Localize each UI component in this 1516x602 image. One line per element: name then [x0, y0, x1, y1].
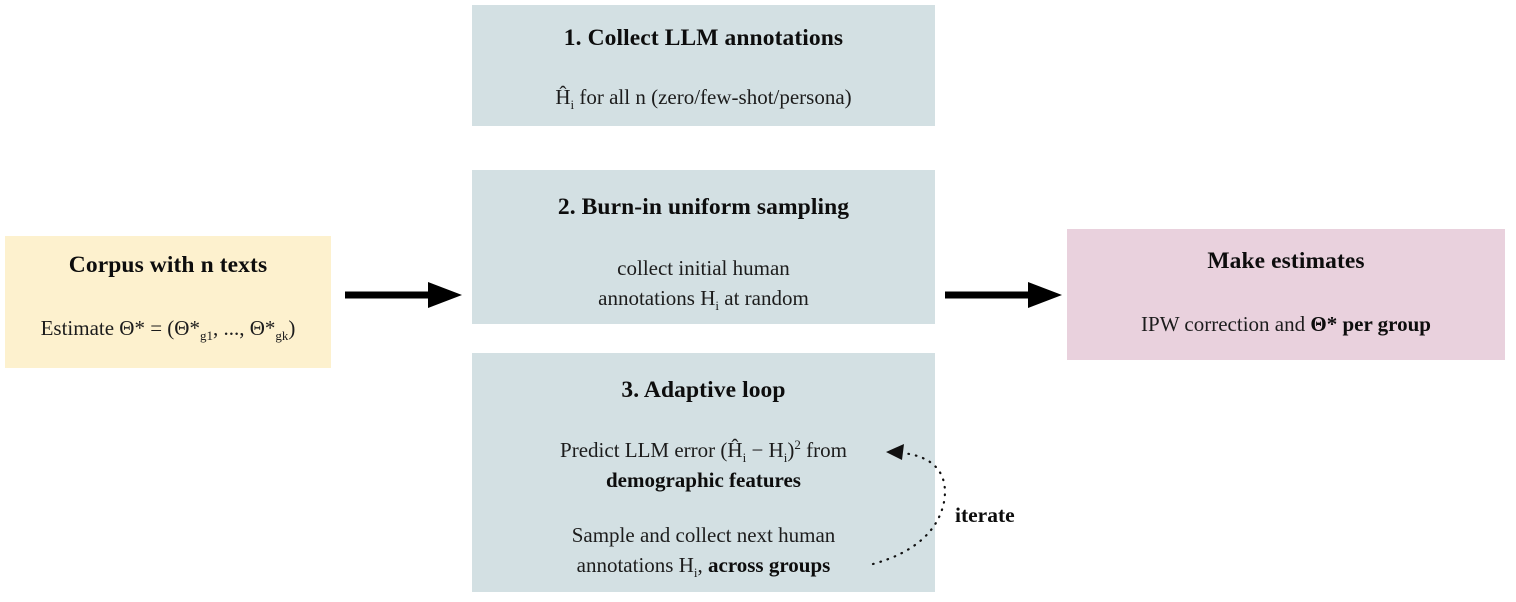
dotted-curved-arrow-icon	[871, 444, 947, 566]
step1-body: Ĥi for all n (zero/few-shot/persona)	[555, 85, 852, 113]
step2-title: 2. Burn-in uniform sampling	[557, 194, 850, 220]
estimates-box-title: Make estimates	[1207, 248, 1365, 274]
iterate-label: iterate	[955, 503, 1015, 527]
estimates-box-body: IPW correction and Θ* per group	[1141, 312, 1431, 336]
step3-title: 3. Adaptive loop	[621, 377, 786, 403]
corpus-box: Corpus with n texts Estimate Θ* = (Θ*g1,…	[5, 236, 331, 368]
estimates-box: Make estimates IPW correction and Θ* per…	[1067, 229, 1505, 360]
step3-box: 3. Adaptive loop Predict LLM error (Ĥi −…	[472, 353, 935, 592]
step1-title: 1. Collect LLM annotations	[563, 25, 844, 51]
corpus-box-formula: Estimate Θ* = (Θ*g1, ..., Θ*gk)	[40, 316, 296, 344]
step1-box: 1. Collect LLM annotations Ĥi for all n …	[472, 5, 935, 126]
corpus-box-title: Corpus with n texts	[68, 252, 268, 278]
step2-box: 2. Burn-in uniform sampling collect init…	[472, 170, 935, 324]
arrow-right-icon	[945, 282, 1062, 308]
arrow-right-icon	[345, 282, 462, 308]
